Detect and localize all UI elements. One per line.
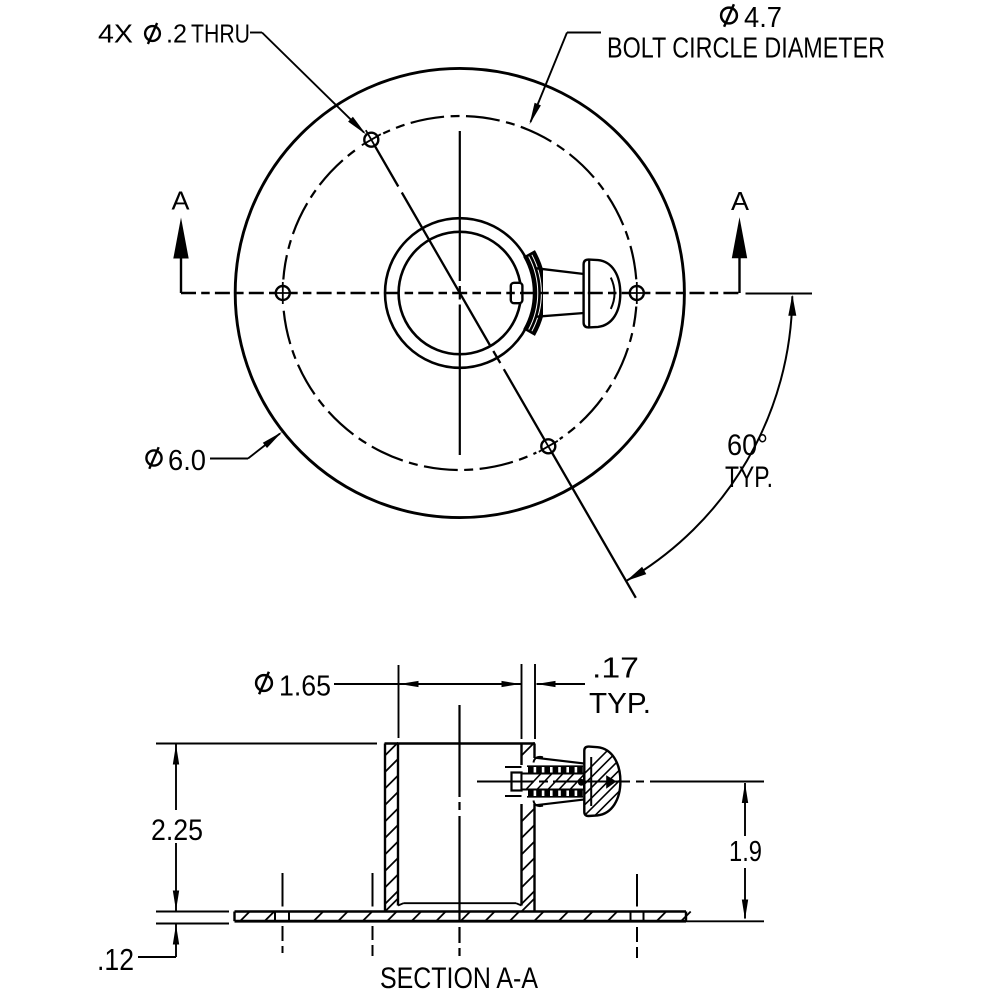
svg-text:4X: 4X [98, 18, 133, 48]
svg-text:4.7: 4.7 [744, 2, 782, 34]
svg-text:2.25: 2.25 [151, 814, 203, 847]
svg-text:.12: .12 [97, 942, 134, 977]
svg-text:TYP.: TYP. [589, 688, 651, 720]
svg-text:60°: 60° [727, 429, 768, 462]
svg-text:.17: .17 [592, 653, 639, 685]
svg-text:SECTION A-A: SECTION A-A [380, 962, 538, 995]
svg-text:A: A [172, 186, 191, 216]
svg-text:BOLT CIRCLE DIAMETER: BOLT CIRCLE DIAMETER [607, 33, 885, 65]
svg-text:6.0: 6.0 [168, 445, 206, 477]
svg-text:THRU: THRU [191, 18, 250, 48]
svg-text:TYP.: TYP. [725, 461, 773, 494]
svg-text:.2: .2 [166, 18, 187, 48]
svg-text:1.9: 1.9 [729, 836, 762, 868]
svg-text:A: A [731, 186, 750, 216]
svg-text:1.65: 1.65 [279, 671, 331, 703]
